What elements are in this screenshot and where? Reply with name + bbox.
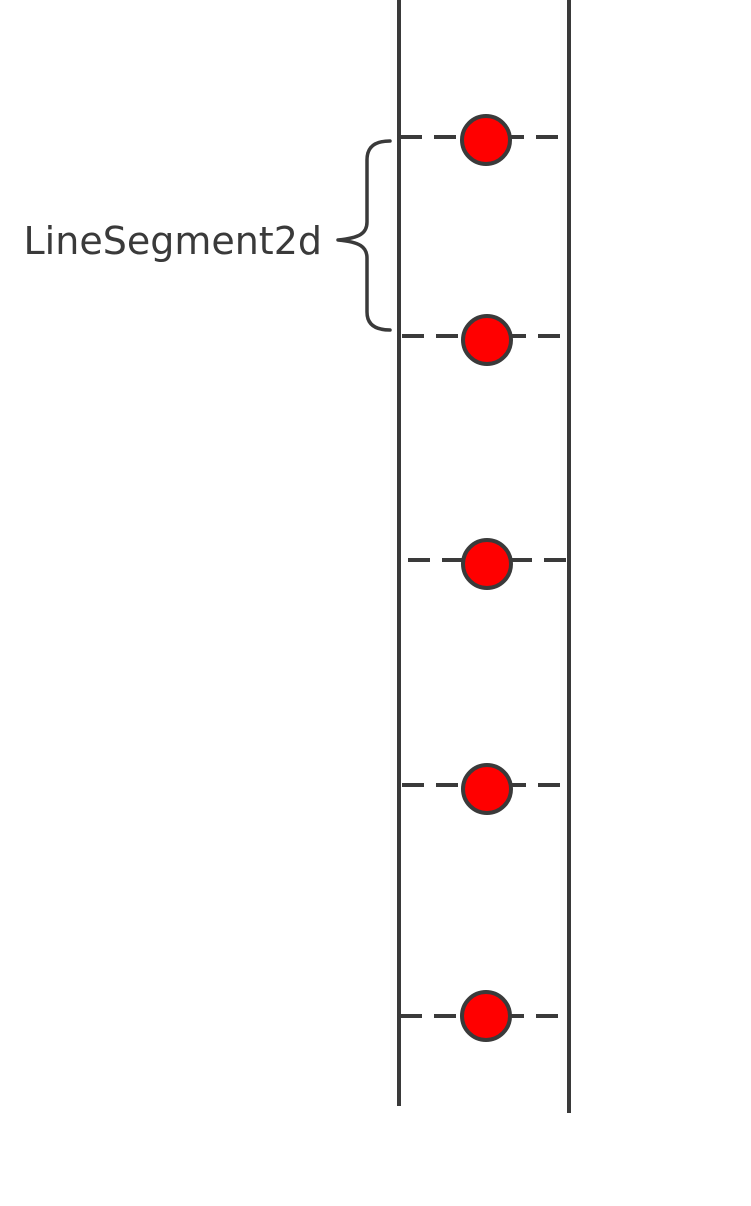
point-node-3	[461, 538, 513, 590]
brace-label: LineSegment2d	[24, 219, 323, 263]
point-node-5	[460, 990, 512, 1042]
point-node-2	[461, 314, 513, 366]
point-node-4	[461, 763, 513, 815]
curly-brace	[336, 139, 392, 332]
point-node-1	[460, 114, 512, 166]
